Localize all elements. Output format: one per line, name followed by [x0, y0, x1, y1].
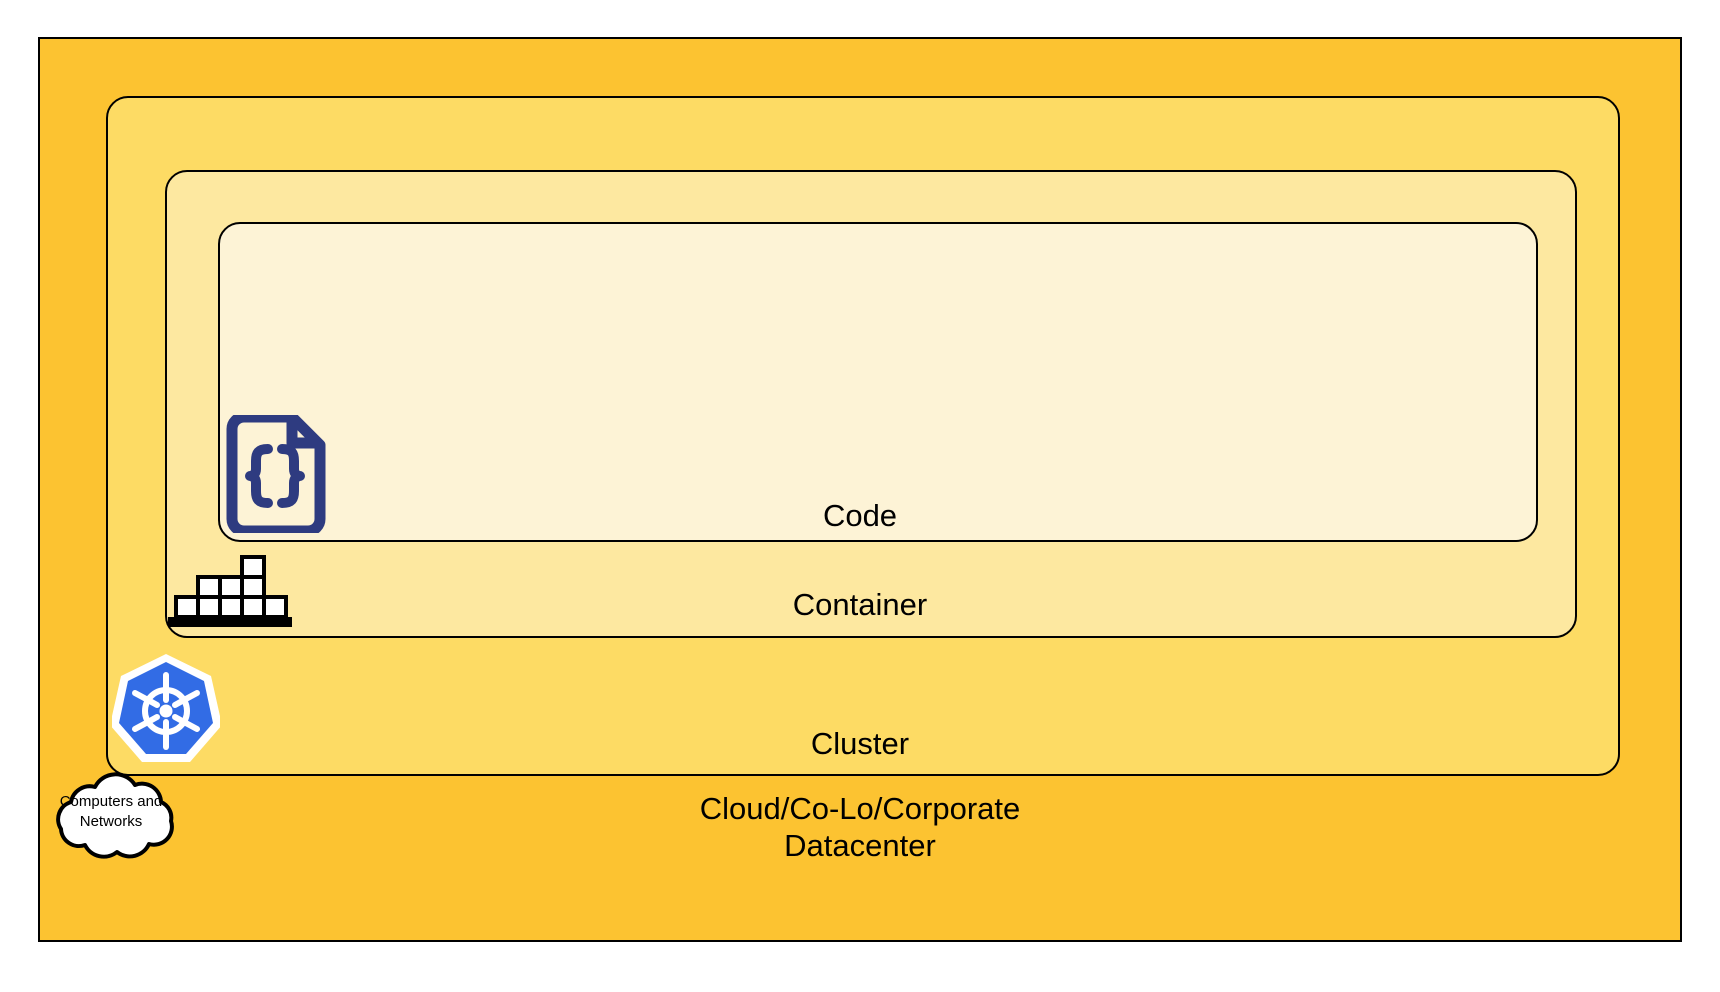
json-code-document-icon: [226, 415, 326, 533]
computers-and-networks-cloud[interactable]: [37, 772, 185, 864]
layer-box-code[interactable]: [218, 222, 1538, 542]
layer-label-code: Code: [822, 498, 898, 533]
layer-label-datacenter: Cloud/Co-Lo/Corporate Datacenter: [699, 791, 1021, 863]
kubernetes-helm-icon: [112, 654, 220, 762]
layer-label-cluster: Cluster: [810, 726, 910, 761]
container-bricks-icon: [168, 555, 292, 627]
layer-label-container: Container: [792, 587, 928, 622]
